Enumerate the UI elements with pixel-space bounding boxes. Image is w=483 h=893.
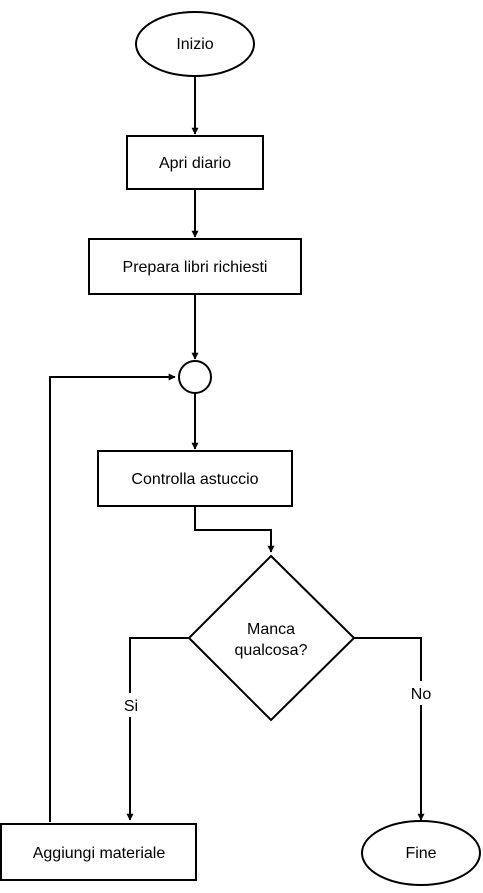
loop-connector (178, 360, 212, 394)
arrow-decision-to-end (354, 637, 425, 821)
step-prepare-books-label: Prepara libri richiesti (123, 259, 268, 276)
arrow-decision-to-add (126, 637, 189, 821)
step-open-diary: Apri diario (126, 135, 264, 190)
no-branch-label: No (411, 686, 432, 703)
end-label: Fine (405, 845, 436, 862)
yes-branch-label: Si (124, 698, 138, 715)
end-node: Fine (361, 820, 481, 886)
step-check-pencil-case-label: Controlla astuccio (131, 471, 258, 488)
step-add-material-label: Aggiungi materiale (33, 845, 166, 862)
step-prepare-books: Prepara libri richiesti (88, 238, 302, 295)
step-check-pencil-case: Controlla astuccio (97, 450, 293, 507)
arrow-step3-to-decision (194, 506, 275, 553)
decision-missing: Manca qualcosa? (187, 554, 356, 722)
start-node: Inizio (135, 11, 255, 77)
decision-label-line2: qualcosa? (235, 642, 308, 659)
step-add-material: Aggiungi materiale (0, 823, 197, 881)
start-label: Inizio (176, 36, 213, 53)
step-open-diary-label: Apri diario (159, 155, 231, 172)
decision-label-line1: Manca (247, 621, 295, 638)
arrow-loop-back (49, 373, 176, 822)
